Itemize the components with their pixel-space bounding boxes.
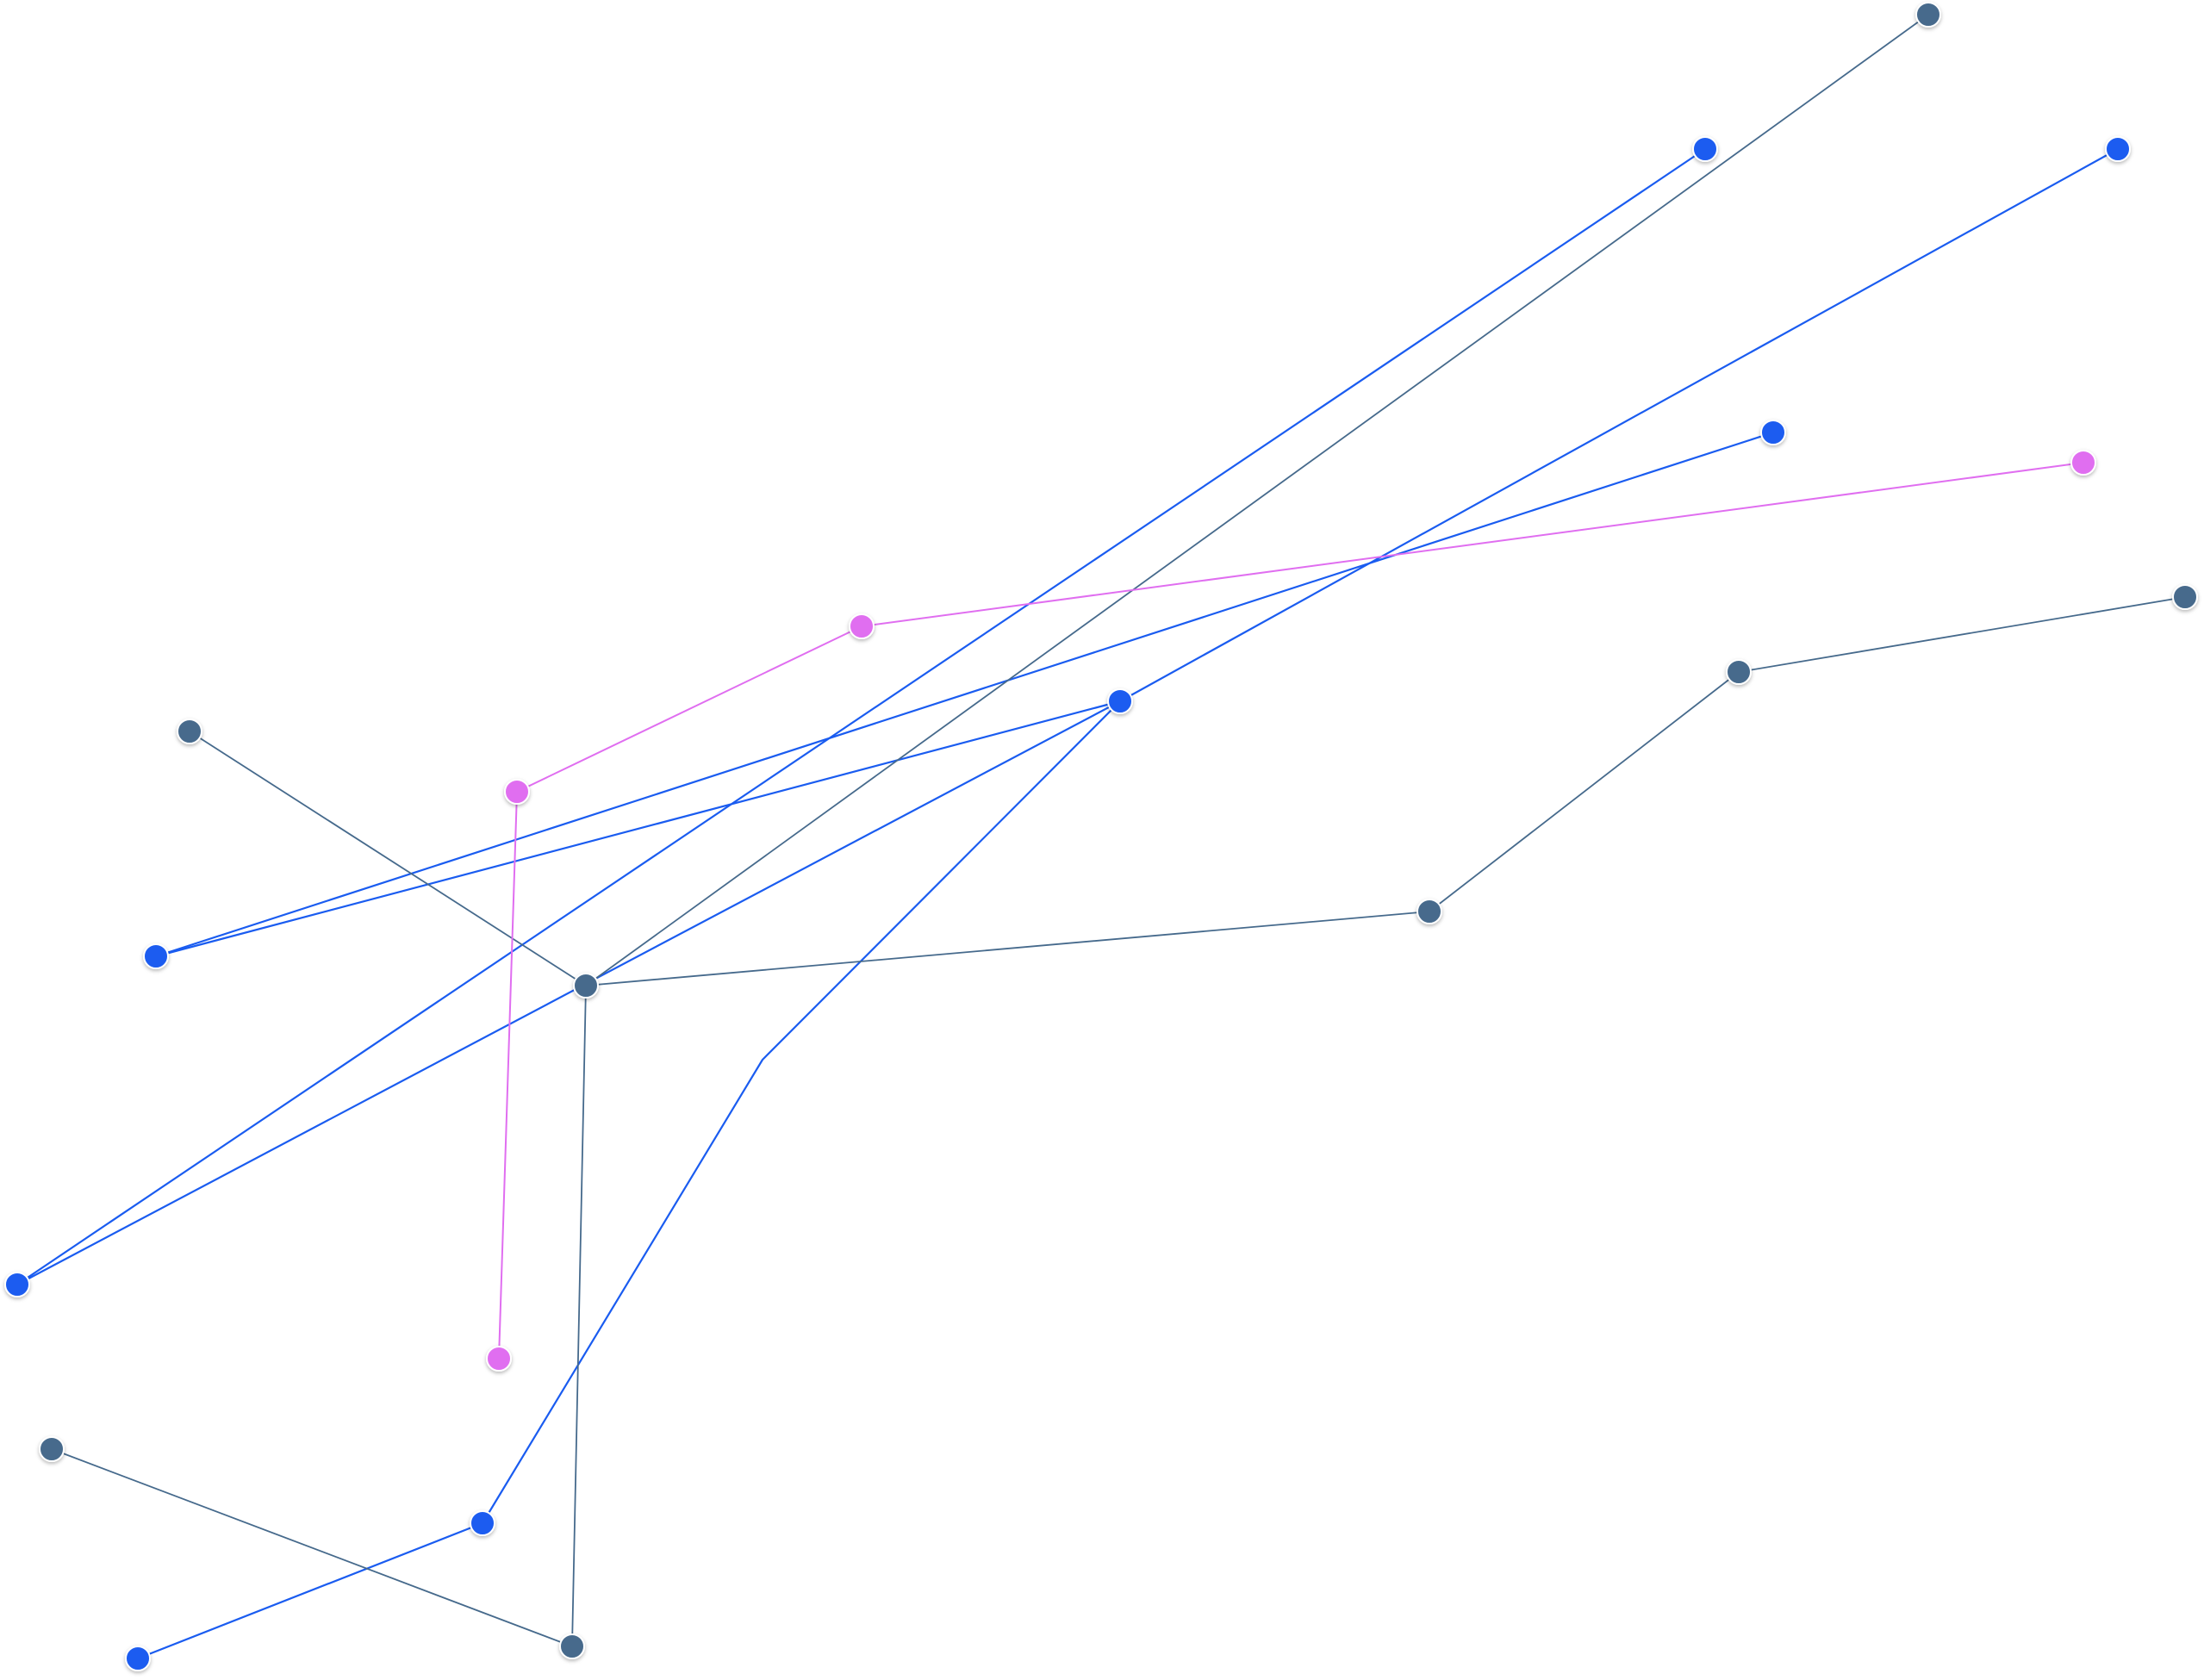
node-b3[interactable] (1760, 420, 1786, 445)
node-b6[interactable] (4, 1272, 30, 1297)
edge-m1-m2 (861, 462, 2084, 627)
edge-s3-s5 (1429, 671, 1740, 912)
edge-b2-b4 (1118, 147, 2120, 703)
node-s4[interactable] (177, 719, 202, 744)
node-b2[interactable] (2105, 136, 2131, 162)
edge-m2-m3 (516, 625, 862, 793)
node-m1[interactable] (2070, 450, 2096, 476)
edge-b4-b6 (16, 700, 1122, 1286)
edge-b3-b5 (154, 431, 1775, 958)
node-b5[interactable] (143, 943, 169, 969)
node-m2[interactable] (849, 613, 875, 639)
edges-layer (16, 14, 2186, 1660)
edge-b6-b1 (16, 147, 1707, 1286)
node-s8[interactable] (559, 1633, 585, 1659)
node-b8[interactable] (125, 1646, 151, 1671)
edge-b5-b4 (154, 700, 1122, 958)
node-s6[interactable] (573, 973, 599, 999)
node-b4[interactable] (1107, 688, 1133, 714)
edge-s8-s7 (51, 1448, 573, 1647)
node-s2[interactable] (2172, 584, 2198, 610)
node-b1[interactable] (1692, 136, 1718, 162)
node-m4[interactable] (486, 1346, 512, 1372)
edge-b4-b7 (481, 700, 1122, 1525)
node-s7[interactable] (39, 1436, 65, 1462)
node-s1[interactable] (1915, 2, 1941, 28)
edge-b7-b8 (136, 1521, 484, 1660)
node-b7[interactable] (470, 1510, 495, 1536)
edge-s1-s6 (585, 14, 1929, 986)
edge-s5-s6 (585, 911, 1430, 986)
edge-m3-m4 (498, 791, 518, 1360)
node-s3[interactable] (1726, 659, 1752, 685)
edge-s2-s3 (1738, 596, 2186, 673)
nodes-layer (4, 2, 2198, 1671)
edge-s6-s8 (571, 985, 587, 1647)
node-s5[interactable] (1416, 899, 1442, 924)
edge-s6-s4 (189, 731, 587, 986)
node-m3[interactable] (504, 779, 530, 805)
